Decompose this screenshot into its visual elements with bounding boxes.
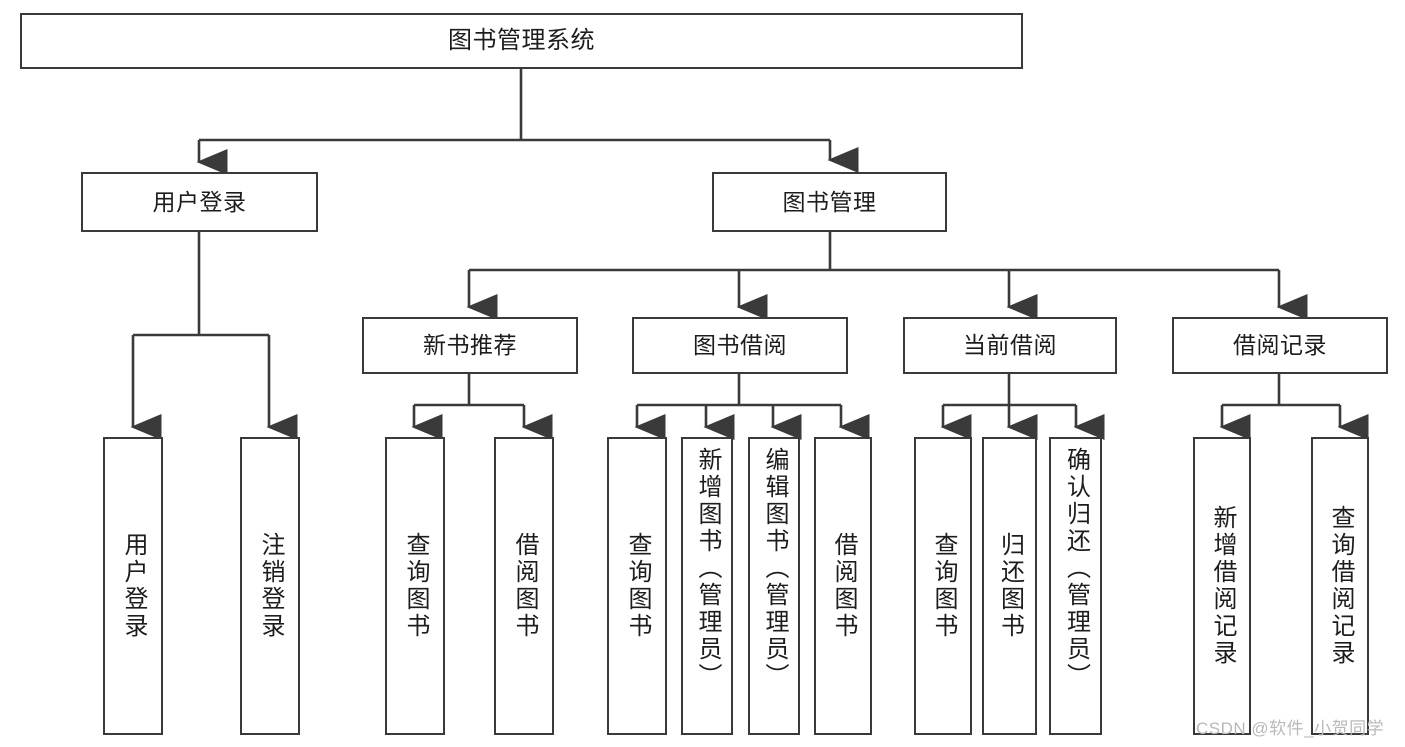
- leaf-borrow-borrow-book[interactable]: 借阅图书: [814, 437, 872, 735]
- node-current-borrow[interactable]: 当前借阅: [903, 317, 1117, 374]
- node-label: 当前借阅: [963, 332, 1057, 358]
- node-label: 新增借阅记录: [1208, 505, 1236, 667]
- node-label: 借阅图书: [829, 532, 857, 640]
- node-label: 新书推荐: [423, 332, 517, 358]
- node-label: 图书管理: [782, 188, 877, 215]
- node-label: 注销登录: [256, 532, 284, 640]
- node-label: 确认归还（管理员）: [1062, 447, 1090, 690]
- node-label: 查询借阅记录: [1326, 505, 1354, 667]
- node-label: 归还图书: [996, 532, 1024, 640]
- leaf-new-book-borrow[interactable]: 借阅图书: [494, 437, 554, 735]
- node-label: 查询图书: [401, 532, 429, 640]
- leaf-user-login-login[interactable]: 用户登录: [103, 437, 163, 735]
- node-label: 编辑图书（管理员）: [760, 447, 788, 690]
- leaf-current-confirm-return[interactable]: 确认归还（管理员）: [1049, 437, 1102, 735]
- node-label: 查询图书: [623, 532, 651, 640]
- leaf-borrow-add-book[interactable]: 新增图书（管理员）: [681, 437, 733, 735]
- leaf-borrow-edit-book[interactable]: 编辑图书（管理员）: [748, 437, 800, 735]
- node-borrow-record[interactable]: 借阅记录: [1172, 317, 1388, 374]
- node-new-book-recommend[interactable]: 新书推荐: [362, 317, 578, 374]
- node-book-management[interactable]: 图书管理: [712, 172, 947, 232]
- leaf-user-login-logout[interactable]: 注销登录: [240, 437, 300, 735]
- node-label: 用户登录: [152, 188, 247, 215]
- leaf-borrow-query-book[interactable]: 查询图书: [607, 437, 667, 735]
- node-user-login[interactable]: 用户登录: [81, 172, 318, 232]
- node-label: 新增图书（管理员）: [693, 447, 721, 690]
- node-label: 借阅记录: [1233, 332, 1327, 358]
- node-label: 查询图书: [929, 532, 957, 640]
- leaf-new-book-query[interactable]: 查询图书: [385, 437, 445, 735]
- watermark-text: CSDN @软件_小贺同学: [1196, 719, 1385, 738]
- leaf-record-query-record[interactable]: 查询借阅记录: [1311, 437, 1369, 735]
- leaf-current-return-book[interactable]: 归还图书: [982, 437, 1037, 735]
- node-root-system[interactable]: 图书管理系统: [20, 13, 1023, 69]
- node-label: 借阅图书: [510, 532, 538, 640]
- leaf-record-add-record[interactable]: 新增借阅记录: [1193, 437, 1251, 735]
- node-book-borrow[interactable]: 图书借阅: [632, 317, 848, 374]
- node-label: 用户登录: [119, 532, 147, 640]
- leaf-current-query-book[interactable]: 查询图书: [914, 437, 972, 735]
- node-label: 图书借阅: [693, 332, 787, 358]
- node-label: 图书管理系统: [448, 27, 595, 54]
